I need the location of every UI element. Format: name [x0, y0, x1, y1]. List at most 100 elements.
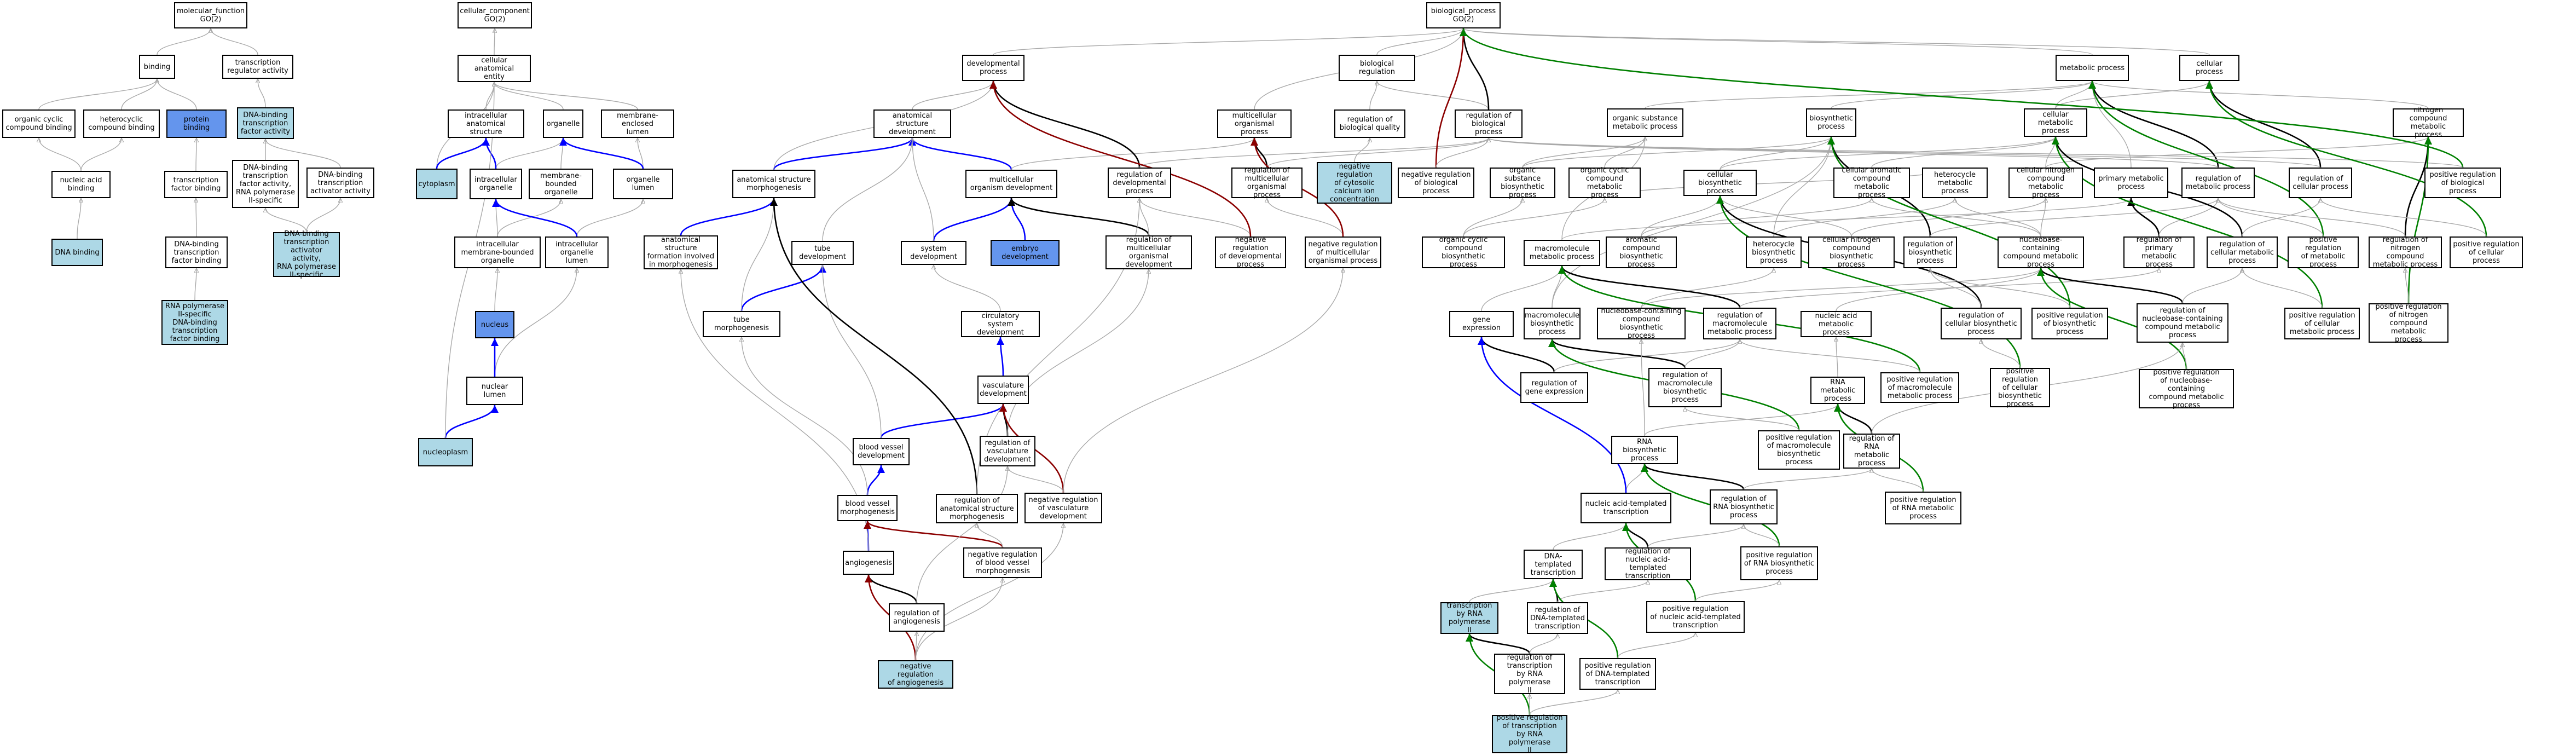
- go-term-biological-process: biological_process GO(2): [1426, 2, 1501, 28]
- edge-is-a: [1557, 580, 1648, 603]
- edge-regulates: [989, 80, 1141, 168]
- edge-is-a: [495, 137, 563, 169]
- edge-is-a: [1720, 136, 1831, 170]
- edge-is-a: [1481, 266, 1562, 311]
- go-term-cellular-process: cellular process: [2179, 55, 2239, 81]
- go-term-organelle-lumen: organelle lumen: [613, 169, 673, 199]
- edge-is-a: [1836, 268, 2041, 311]
- edge-is-a: [1469, 579, 1553, 603]
- go-term-metabolic-process: metabolic process: [2056, 55, 2129, 81]
- go-term-organic-cyclic-compound-binding: organic cyclic compound binding: [2, 109, 76, 138]
- edge-is-a: [2218, 198, 2406, 237]
- edge-regulates: [2205, 80, 2322, 168]
- edge-is-a: [742, 337, 868, 495]
- go-term-regulation-of-rna-biosynthetic-process: regulation of RNA biosynthetic process: [1710, 489, 1778, 524]
- go-term-nucleic-acid-templated-transcription: nucleic acid-templated transcription: [1581, 493, 1671, 523]
- edge-part-of: [880, 403, 1007, 438]
- edge-regulates: [1641, 464, 1745, 490]
- go-term-regulation-of-biological-process: regulation of biological process: [1455, 109, 1523, 138]
- edge-is-a: [1641, 195, 1720, 237]
- edge-is-a: [496, 199, 497, 237]
- go-term-anatomical-structure-development: anatomical structure development: [873, 109, 951, 138]
- go-term-regulation-of-vasculature-development: regulation of vasculature development: [980, 436, 1035, 466]
- edge-is-a: [77, 198, 81, 239]
- go-term-dna-binding-tf-activator: DNA-binding transcription activator acti…: [306, 168, 374, 198]
- go-term-primary-metabolic-process: primary metabolic process: [2094, 168, 2168, 198]
- go-term-rna-metabolic-process: RNA metabolic process: [1810, 377, 1865, 404]
- edge-is-a: [1267, 198, 1344, 237]
- edge-is-a: [157, 78, 197, 110]
- go-term-reg-anatomical-structure-morphogenesis: regulation of anatomical structure morph…: [936, 494, 1018, 523]
- go-term-organic-substance-biosynthetic-process: organic substance biosynthetic process: [1490, 166, 1555, 199]
- go-term-intracellular-anatomical-structure: intracellular anatomical structure: [448, 109, 524, 138]
- edge-is-a: [1463, 28, 2093, 55]
- go-term-dna-binding: DNA binding: [51, 239, 103, 266]
- go-term-nucleic-acid-binding: nucleic acid binding: [51, 171, 111, 198]
- edge-is-a: [1489, 137, 2219, 168]
- go-term-regulation-of-angiogenesis: regulation of angiogenesis: [889, 603, 945, 632]
- go-term-pos-reg-nucleobase-compound-metabolic-process: positive regulation of nucleobase-contai…: [2139, 368, 2234, 409]
- edge-regulates: [2088, 80, 2219, 168]
- edge-positively-regulates: [1460, 28, 2464, 168]
- edge-is-a: [1463, 198, 1605, 237]
- edge-is-a: [1522, 136, 1831, 168]
- edge-is-a: [1720, 195, 1852, 237]
- go-term-macromolecule-metabolic-process: macromolecule metabolic process: [1524, 240, 1600, 266]
- go-term-heterocyclic-compound-binding: heterocyclic compound binding: [83, 109, 160, 138]
- go-term-dna-binding-tf-activity: DNA-binding transcription factor activit…: [237, 107, 294, 139]
- go-term-pos-reg-dna-templated-transcription: positive regulation of DNA-templated tra…: [1579, 658, 1656, 690]
- edge-regulates: [1558, 266, 1741, 308]
- go-term-intracellular-organelle: intracellular organelle: [470, 169, 522, 199]
- edge-is-a: [823, 265, 882, 438]
- go-term-pos-reg-nucleic-acid-templated-transcription: positive regulation of nucleic acid-temp…: [1646, 601, 1745, 633]
- edge-regulates: [1466, 633, 1531, 654]
- edge-is-a: [1529, 633, 1558, 654]
- go-term-biosynthetic-process: biosynthetic process: [1806, 108, 1856, 137]
- edge-is-a: [2055, 80, 2209, 109]
- edge-is-a: [2158, 198, 2218, 237]
- go-term-molecular-function: molecular_function GO(2): [174, 2, 247, 28]
- go-term-protein-binding: protein binding: [166, 109, 227, 138]
- go-term-dna-binding-tf-activator-rnap2: DNA-binding transcription activator acti…: [273, 230, 340, 279]
- edge-is-a: [1553, 523, 1626, 550]
- edge-regulates: [2037, 268, 2184, 304]
- edge-is-a: [1930, 268, 1982, 308]
- go-term-transcription-factor-binding: transcription factor binding: [164, 171, 228, 198]
- edge-is-a: [1641, 268, 2041, 308]
- go-term-pos-reg-nitrogen-compound-metabolic-process: positive regulation of nitrogen compound…: [2369, 303, 2448, 344]
- go-term-multicellular-organismal-process: multicellular organismal process: [1217, 109, 1292, 138]
- edge-regulates: [1478, 337, 1555, 373]
- go-term-vasculature-development: vasculature development: [977, 376, 1029, 404]
- edge-is-a: [2045, 136, 2428, 168]
- edge-is-a: [822, 138, 912, 241]
- edge-is-a: [39, 137, 82, 171]
- edge-is-a: [576, 199, 643, 237]
- edge-negatively-regulates: [989, 80, 1252, 237]
- go-term-organic-substance-metabolic-process: organic substance metabolic process: [1607, 108, 1683, 137]
- go-term-pos-reg-metabolic-process: positive regulation of metabolic process: [2288, 236, 2359, 269]
- go-term-heterocycle-metabolic-process: heterocycle metabolic process: [1922, 168, 1988, 198]
- edge-positively-regulates: [2205, 80, 2487, 237]
- edge-regulates: [1008, 198, 1150, 236]
- go-term-nuclear-lumen: nuclear lumen: [466, 377, 523, 405]
- go-term-circulatory-system-development: circulatory system development: [961, 311, 1040, 337]
- edge-part-of: [436, 137, 490, 169]
- edge-is-a: [1522, 136, 1645, 168]
- edge-is-a: [741, 198, 774, 311]
- edge-is-a: [1617, 632, 1695, 659]
- go-term-anatomical-structure-morphogenesis: anatomical structure morphogenesis: [732, 170, 815, 198]
- edge-is-a: [1851, 198, 2046, 237]
- go-term-cellular-nitrogen-compound-biosynthetic-process: cellular nitrogen compound biosynthetic …: [1808, 236, 1895, 269]
- edge-is-a: [1489, 137, 2463, 168]
- edge-is-a: [2182, 268, 2242, 304]
- go-term-cellular-metabolic-process: cellular metabolic process: [2024, 108, 2087, 137]
- edge-part-of: [866, 465, 885, 495]
- go-term-regulation-of-nitrogen-compound-metabolic-process: regulation of nitrogen compound metaboli…: [2369, 236, 2442, 269]
- edge-is-a: [915, 578, 1003, 661]
- edge-is-a: [1685, 407, 1799, 431]
- go-term-cellular-anatomical-entity: cellular anatomical entity: [458, 55, 531, 82]
- edge-is-a: [1981, 339, 2021, 368]
- go-term-anatomical-structure-formation: anatomical structure formation involved …: [644, 235, 718, 269]
